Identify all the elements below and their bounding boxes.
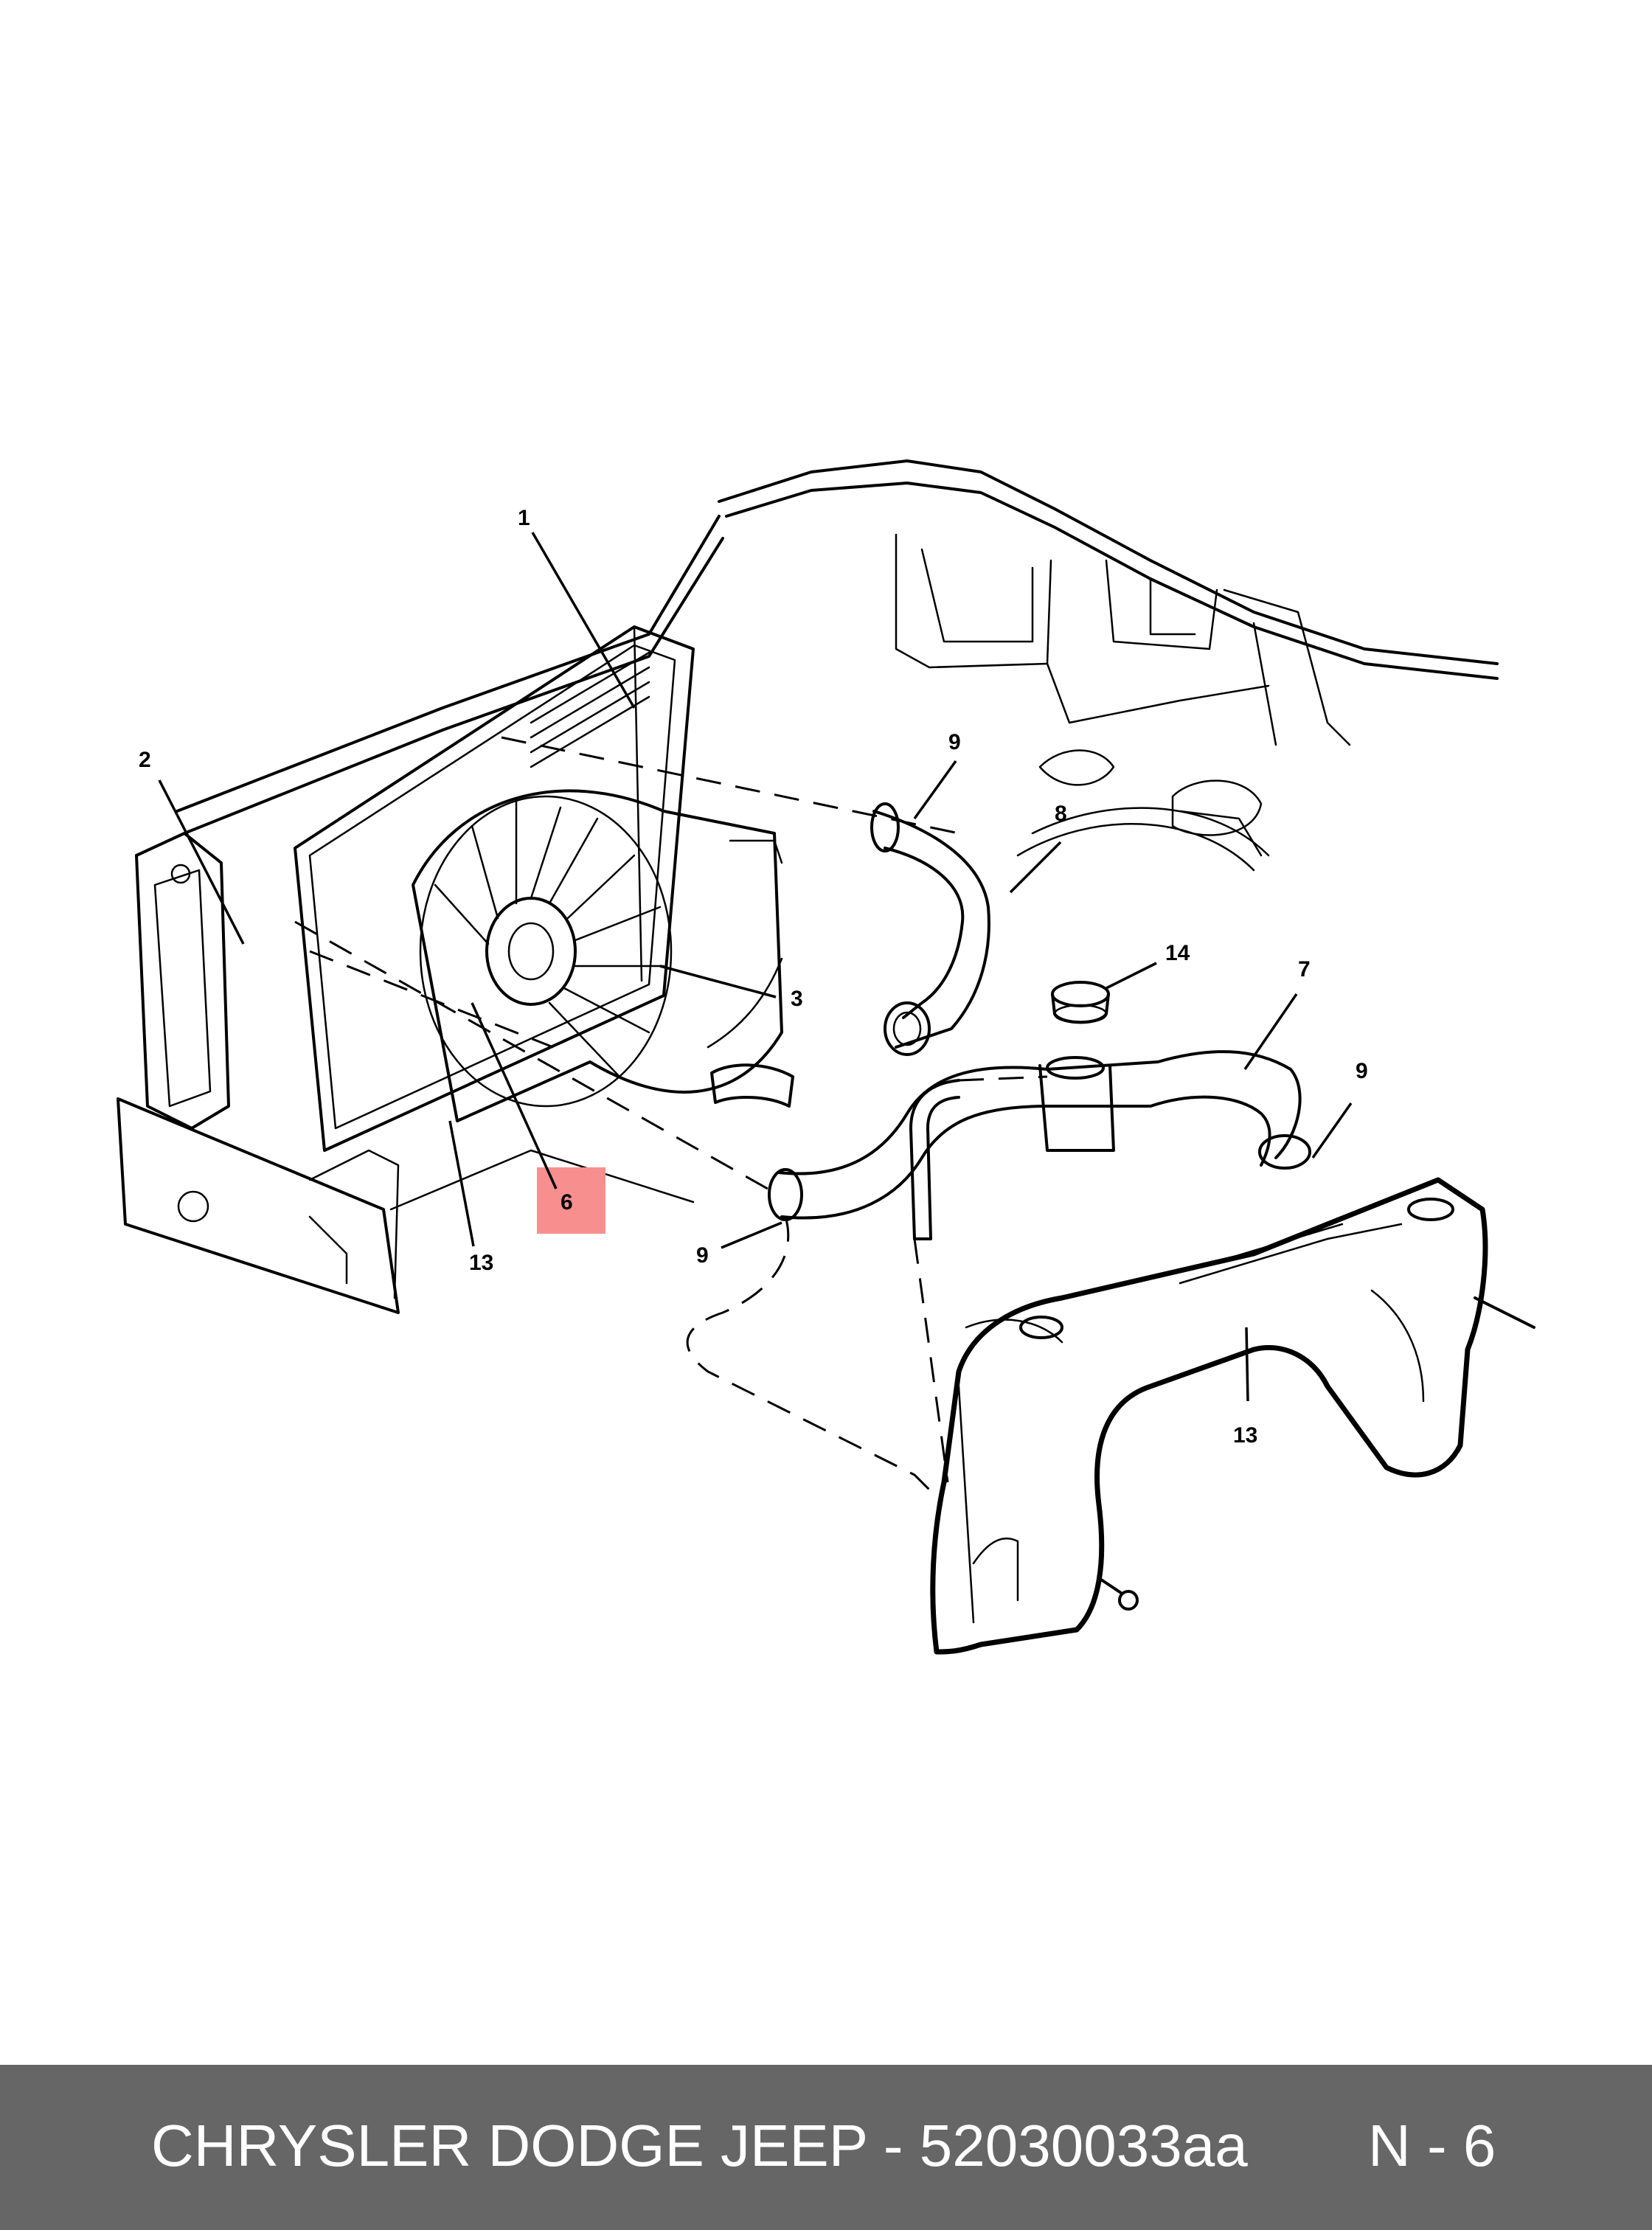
callout-13-right: 13	[1233, 1423, 1257, 1448]
callout-3: 3	[791, 987, 803, 1011]
footer-title: CHRYSLER DODGE JEEP - 52030033aa	[151, 2113, 1248, 2178]
callout-8: 8	[1055, 802, 1067, 826]
callout-9-lower: 9	[696, 1243, 709, 1268]
callout-14: 14	[1165, 941, 1190, 965]
connection-lines	[294, 736, 1048, 1491]
callout-9-upper: 9	[948, 730, 961, 754]
callout-labels: 1 2 3 6 7 8 9 9 9 13 13 14	[139, 506, 1368, 1448]
leader-lines	[158, 532, 1353, 1402]
coolant-reservoir	[930, 1177, 1535, 1655]
upper-hose	[870, 802, 990, 1056]
parts-diagram: 1 2 3 6 7 8 9 9 9 13 13 14	[117, 459, 1535, 1655]
footer-page-number: N - 6	[1368, 2113, 1496, 2178]
highlight-box	[537, 1167, 605, 1234]
fan	[419, 795, 673, 1108]
body-panel	[117, 459, 1499, 1314]
callout-2: 2	[139, 748, 151, 772]
callout-7: 7	[1298, 957, 1311, 982]
pressure-cap	[1051, 981, 1110, 1024]
lower-hose	[768, 1050, 1311, 1221]
callout-13-left: 13	[469, 1251, 493, 1275]
callout-1: 1	[518, 506, 530, 530]
hose-bracket	[710, 1063, 794, 1108]
fan-shroud	[412, 789, 783, 1122]
callout-6: 6	[560, 1190, 573, 1215]
radiator	[294, 625, 695, 1152]
overflow-tube	[909, 1079, 960, 1240]
callout-9-right: 9	[1356, 1059, 1368, 1083]
footer-bar: CHRYSLER DODGE JEEP - 52030033aa N - 6	[0, 2065, 1652, 2230]
